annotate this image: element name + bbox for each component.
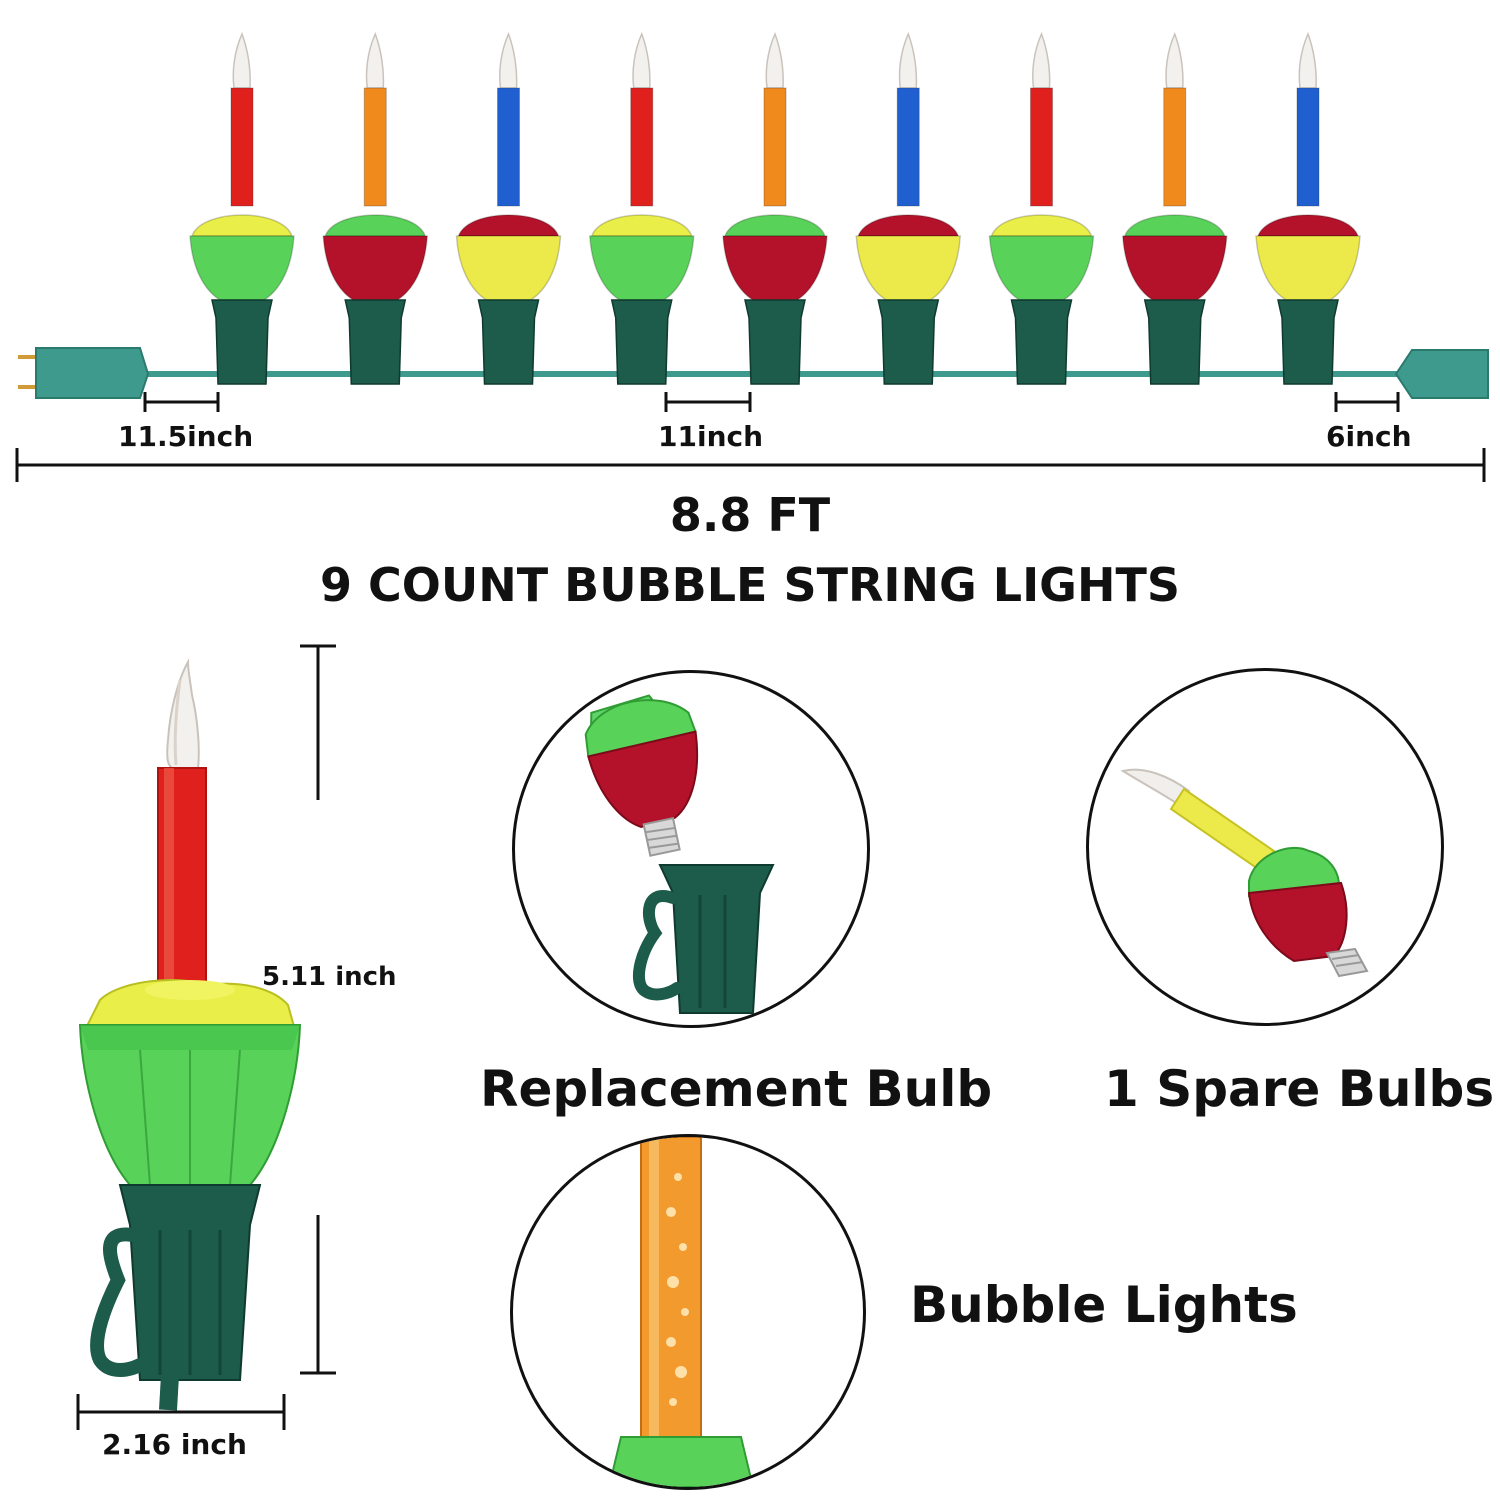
plug-prong [18, 385, 36, 389]
plug-prong [18, 355, 36, 359]
end-lead-length-label: 6inch [1326, 420, 1412, 453]
replacement-bulb-circle [512, 670, 870, 1028]
bulb-cap [457, 214, 560, 237]
bulb-flame-tip [365, 32, 385, 89]
bulb-tube [1030, 87, 1053, 207]
bulb-socket [1143, 299, 1206, 385]
bulb-flame-tip [765, 32, 784, 89]
bulb-flame-tip [1298, 32, 1317, 89]
spare-bulb-illustration [1120, 768, 1369, 978]
bulb-flame-tip [1032, 32, 1051, 89]
female-end-connector [1394, 349, 1489, 399]
bulb-bowl [455, 235, 562, 301]
bulb-socket [1277, 299, 1339, 385]
bulb-tube [230, 87, 254, 207]
bulb-tube [896, 87, 920, 207]
bulb-socket [211, 299, 273, 385]
bubble-lights-circle [510, 1134, 866, 1490]
bulb-bowl [1121, 235, 1228, 301]
bulb-flame-tip [898, 32, 918, 89]
bulb-flame-tip [632, 32, 651, 89]
height-dimension-line [300, 644, 336, 1375]
bulb-socket [877, 299, 940, 385]
spare-bulbs-label: 1 Spare Bulbs [1104, 1060, 1495, 1118]
bulb-flame-tip [1165, 32, 1184, 89]
bubble-lights-label: Bubble Lights [910, 1276, 1298, 1334]
bulb-cap [723, 214, 827, 237]
bulb-bowl [189, 235, 295, 301]
bulb-bowl [322, 235, 429, 301]
bulb-cap [1123, 214, 1226, 237]
replacement-bulb-illustration [584, 694, 775, 1014]
bulb-socket [477, 299, 540, 385]
bulb-cap [990, 214, 1093, 237]
bulb-cap [857, 214, 960, 237]
male-plug [35, 347, 150, 399]
bulb-tube [630, 87, 654, 207]
bulb-bowl [855, 235, 962, 301]
bulb-socket [344, 299, 407, 385]
bulb-cap [190, 214, 294, 237]
bubble-tube-closeup [607, 1137, 755, 1487]
bulb-tube [1163, 87, 1187, 207]
bulb-tube [1296, 87, 1320, 207]
bulb-tube [497, 87, 520, 207]
bulb-bowl [988, 235, 1095, 301]
total-length-bar [15, 448, 1486, 482]
bulb-cap [324, 214, 427, 237]
width-dimension-line [76, 1394, 286, 1430]
single-bulb-illustration [78, 658, 302, 1411]
lead-in-length-label: 11.5inch [118, 420, 254, 453]
bulb-socket [744, 299, 806, 385]
bulb-socket [1010, 299, 1073, 385]
bulb-tube [763, 87, 787, 207]
bulb-cap [1256, 214, 1360, 237]
bulb-flame-tip [499, 32, 518, 89]
bulb-bowl [1255, 235, 1361, 301]
product-headline: 9 COUNT BUBBLE STRING LIGHTS [320, 558, 1180, 612]
bulb-cap [590, 214, 693, 237]
bulb-flame-tip [232, 32, 251, 89]
string-lights-strip [18, 32, 1489, 412]
bulb-bowl [722, 235, 828, 301]
bulb-socket [610, 299, 673, 385]
spare-bulb-circle [1086, 668, 1444, 1026]
bulb-bowl [588, 235, 695, 301]
total-length-label: 8.8 FT [669, 488, 831, 542]
replacement-bulb-label: Replacement Bulb [480, 1060, 993, 1118]
bulb-height-label: 5.11 inch [262, 962, 397, 992]
bulb-spacing-label: 11inch [658, 420, 764, 453]
bulb-tube [363, 87, 387, 207]
bulb-width-label: 2.16 inch [102, 1428, 247, 1461]
